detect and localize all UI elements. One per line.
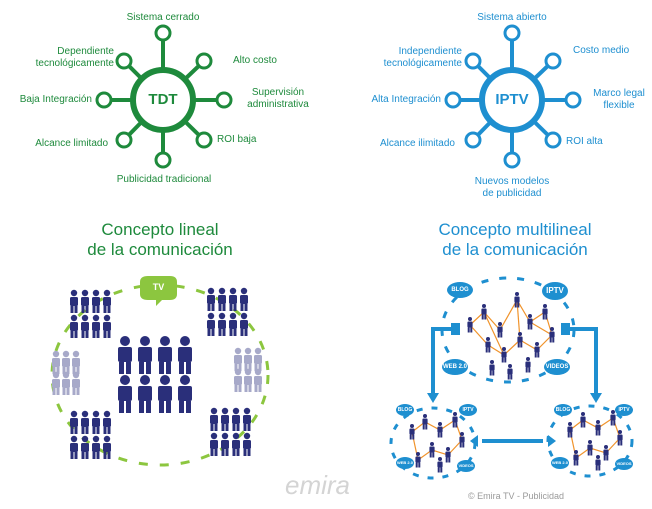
iptv-center-label: IPTV	[495, 91, 529, 108]
tag-web-right: WEB 2.0	[551, 460, 568, 465]
tag-blog-top: BLOG	[451, 287, 469, 293]
tag-iptv-right: IPTV	[618, 407, 630, 413]
tdt-label-bottom-right: ROI baja	[217, 134, 257, 145]
multilineal-diagram	[389, 276, 634, 480]
iptv-label-bottom: Nuevos modelos de publicidad	[474, 176, 550, 199]
tdt-label-top: Sistema cerrado	[126, 12, 200, 23]
tag-iptv-left: IPTV	[462, 407, 474, 413]
tdt-label-top-right: Alto costo	[233, 55, 277, 66]
tag-iptv-top: IPTV	[546, 286, 564, 295]
emira-watermark: emira	[285, 470, 351, 500]
tdt-label-right: Supervisión administrativa	[247, 87, 309, 110]
multilineal-title-line1: Concepto multilineal	[438, 220, 592, 239]
tag-videos-right: VIDEOS	[616, 461, 632, 466]
tag-videos-top: VIDEOS	[545, 364, 569, 370]
copyright-text: © Emira TV - Publicidad	[468, 491, 564, 501]
iptv-label-left: Alta Integración	[371, 94, 442, 105]
tv-label: TV	[152, 282, 165, 292]
lineal-diagram	[50, 276, 270, 467]
tdt-label-top-left: Dependiente tecnológicamente	[35, 46, 114, 69]
lineal-title: Concepto lineal de la comunicación	[60, 220, 260, 260]
tdt-diagram	[95, 24, 233, 169]
tdt-label-bottom-left: Alcance limitado	[35, 138, 108, 149]
iptv-label-bottom-left: Alcance ilimitado	[379, 138, 455, 149]
tag-web-top: WEB 2.0	[442, 364, 467, 370]
tag-blog-right: BLOG	[555, 407, 571, 413]
tdt-label-left: Baja Integración	[19, 94, 92, 105]
multilineal-title-line2: de la comunicación	[442, 240, 588, 259]
lineal-title-line2: de la comunicación	[87, 240, 233, 259]
iptv-label-top-left: Independiente tecnológicamente	[383, 46, 462, 69]
tdt-label-bottom: Publicidad tradicional	[116, 174, 212, 185]
lineal-title-line1: Concepto lineal	[101, 220, 219, 239]
iptv-diagram	[444, 24, 582, 169]
iptv-label-right: Marco legal flexible	[593, 88, 645, 111]
iptv-label-top: Sistema abierto	[477, 12, 547, 23]
iptv-label-top-right: Costo medio	[573, 45, 630, 56]
tdt-center-label: TDT	[148, 91, 178, 108]
tag-blog-left: BLOG	[397, 407, 413, 413]
iptv-label-bottom-right: ROI alta	[566, 136, 603, 147]
tv-bubble	[140, 276, 177, 306]
multilineal-title: Concepto multilineal de la comunicación	[405, 220, 625, 260]
tag-videos-left: VIDEOS	[458, 463, 474, 468]
tag-web-left: WEB 2.0	[396, 460, 413, 465]
